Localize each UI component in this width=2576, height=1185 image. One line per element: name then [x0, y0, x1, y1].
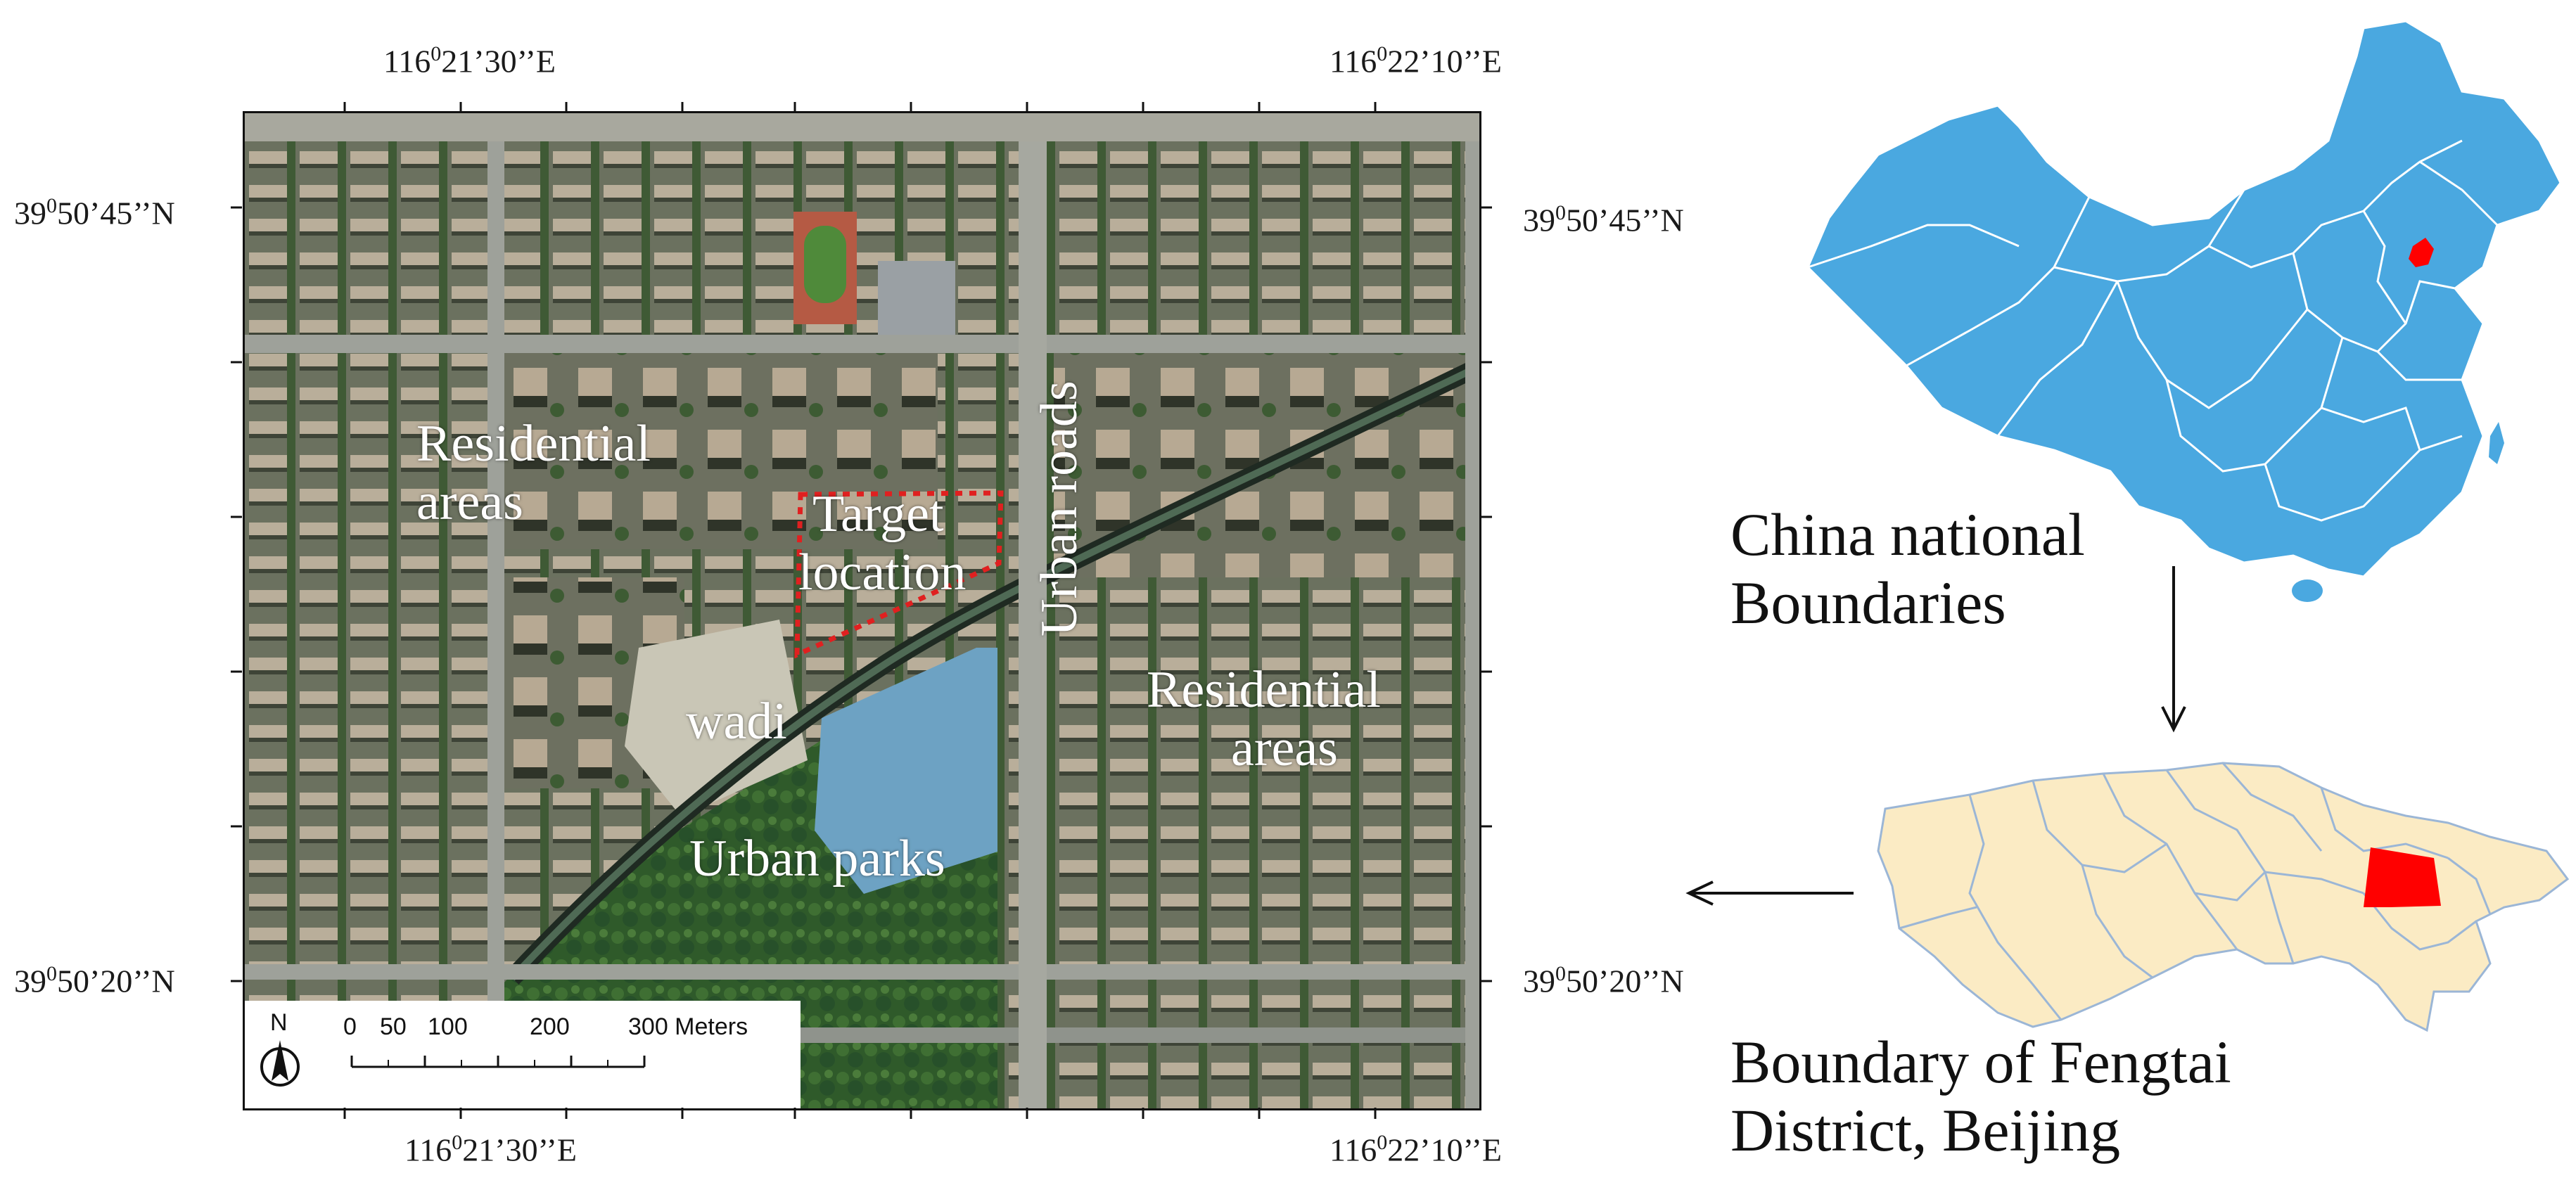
coord-lat-left-top: 39050’45’’N [14, 194, 175, 231]
label-urban-roads: Urban roads [1031, 380, 1088, 636]
scale-tick-50: 50 [380, 1013, 407, 1040]
label-residential-nw: Residential areas [416, 415, 651, 531]
scale-tick-200: 200 [530, 1013, 570, 1040]
north-arrow-icon [260, 1040, 300, 1087]
north-label: N [270, 1009, 288, 1036]
scale-tick-100: 100 [428, 1013, 468, 1040]
satellite-image: N 0 50 100 200 300 Meters [243, 111, 1481, 1110]
scale-bar-ruler [350, 1056, 646, 1068]
china-outline [1806, 20, 2562, 578]
label-urban-parks: Urban parks [689, 830, 945, 888]
label-residential-se: Residential areas [1147, 661, 1381, 777]
coord-lat-right-bottom: 39050’20’’N [1523, 962, 1684, 999]
caption-fengtai: Boundary of Fengtai District, Beijing [1730, 1028, 2231, 1165]
coord-lon-bottom-left: 116021’30’’E [404, 1131, 577, 1168]
fengtai-map [1877, 762, 2570, 1032]
label-wadi: wadi [686, 693, 787, 750]
target-location-outline [794, 490, 1004, 659]
coord-lon-bottom-right: 116022’10’’E [1330, 1131, 1502, 1168]
beijing-highlight [2409, 238, 2434, 267]
coord-lon-top-right: 116022’10’’E [1330, 42, 1502, 79]
caption-china: China national Boundaries [1730, 501, 2085, 637]
coord-lat-right-top: 39050’45’’N [1523, 201, 1684, 238]
taiwan-outline [2489, 422, 2504, 464]
satellite-imagery [245, 113, 1479, 1108]
arrow-left-icon [1685, 880, 1854, 906]
map-frame-ticks [231, 102, 1492, 1119]
coord-lat-left-bottom: 39050’20’’N [14, 962, 175, 999]
scale-tick-300: 300 Meters [628, 1013, 748, 1040]
china-map [1806, 20, 2562, 602]
hainan-outline [2292, 579, 2323, 602]
coord-lon-top-left: 116021’30’’E [383, 42, 556, 79]
fengtai-highlight [2364, 847, 2441, 907]
fengtai-outline [1877, 762, 2570, 1032]
arrow-down-icon [2161, 566, 2186, 733]
scale-bar-box: N 0 50 100 200 300 Meters [245, 1001, 801, 1108]
scale-tick-0: 0 [343, 1013, 357, 1040]
label-target-location: Target location [798, 485, 967, 601]
